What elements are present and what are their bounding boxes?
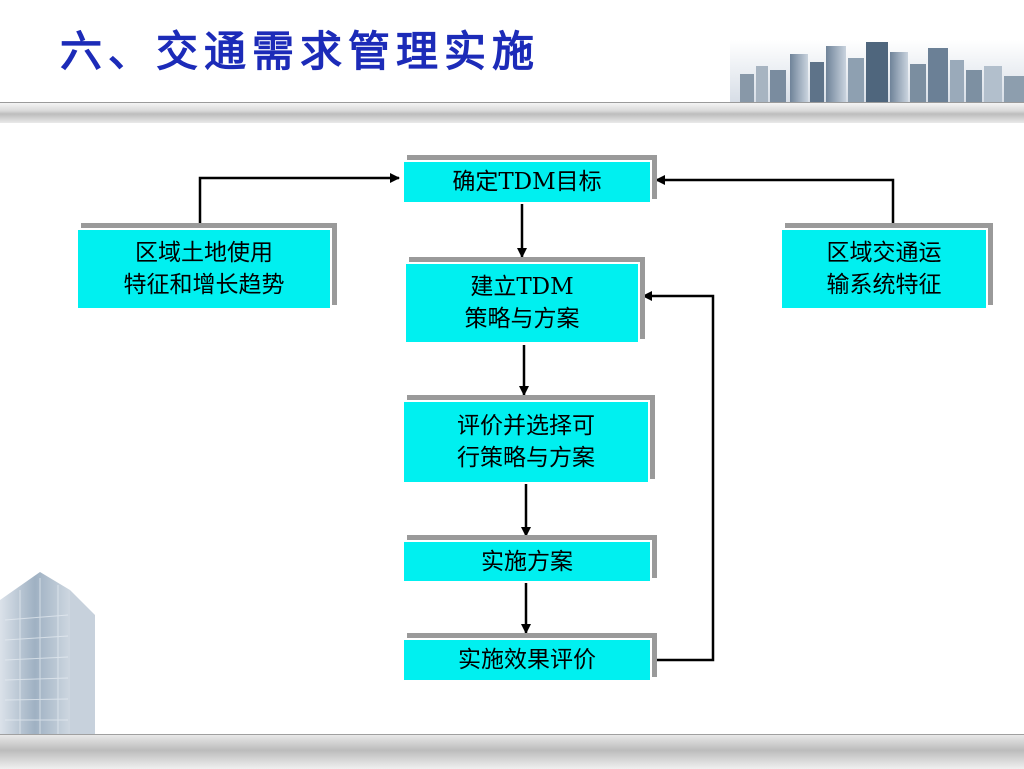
node-text: 实施效果评价 (458, 647, 596, 673)
arrow-feedback-effect-to-strategy (642, 291, 715, 662)
node-tdm-goal: 确定TDM目标 (402, 160, 652, 204)
node-evaluate-select: 评价并选择可 行策略与方案 (402, 400, 650, 484)
node-text: 区域土地使用 (135, 240, 273, 266)
node-text: 评价并选择可 (457, 413, 595, 439)
node-effect-evaluation: 实施效果评价 (402, 638, 652, 682)
node-build-strategy: 建立TDM 策略与方案 (404, 262, 640, 344)
node-land-use-trends: 区域土地使用 特征和增长趋势 (76, 228, 332, 310)
arrow-landuse-to-goal (198, 173, 400, 228)
node-text: 策略与方案 (464, 306, 580, 332)
header-band (0, 102, 1024, 123)
node-text: 输系统特征 (826, 272, 942, 298)
slide-title: 六、交通需求管理实施 (60, 27, 541, 76)
node-text: 实施方案 (481, 548, 573, 575)
footer-band (0, 734, 1024, 769)
node-text: 建立TDM (470, 274, 574, 300)
node-text: 区域交通运 (826, 240, 942, 266)
node-text: 行策略与方案 (457, 445, 595, 471)
node-text: 特征和增长趋势 (123, 272, 285, 298)
arrow-transport-to-goal (655, 175, 895, 228)
skyline-image (730, 40, 1024, 104)
node-text: 确定TDM目标 (452, 169, 602, 195)
node-transport-system: 区域交通运 输系统特征 (780, 228, 988, 310)
building-image (0, 572, 95, 736)
node-implement-plan: 实施方案 (402, 540, 652, 583)
